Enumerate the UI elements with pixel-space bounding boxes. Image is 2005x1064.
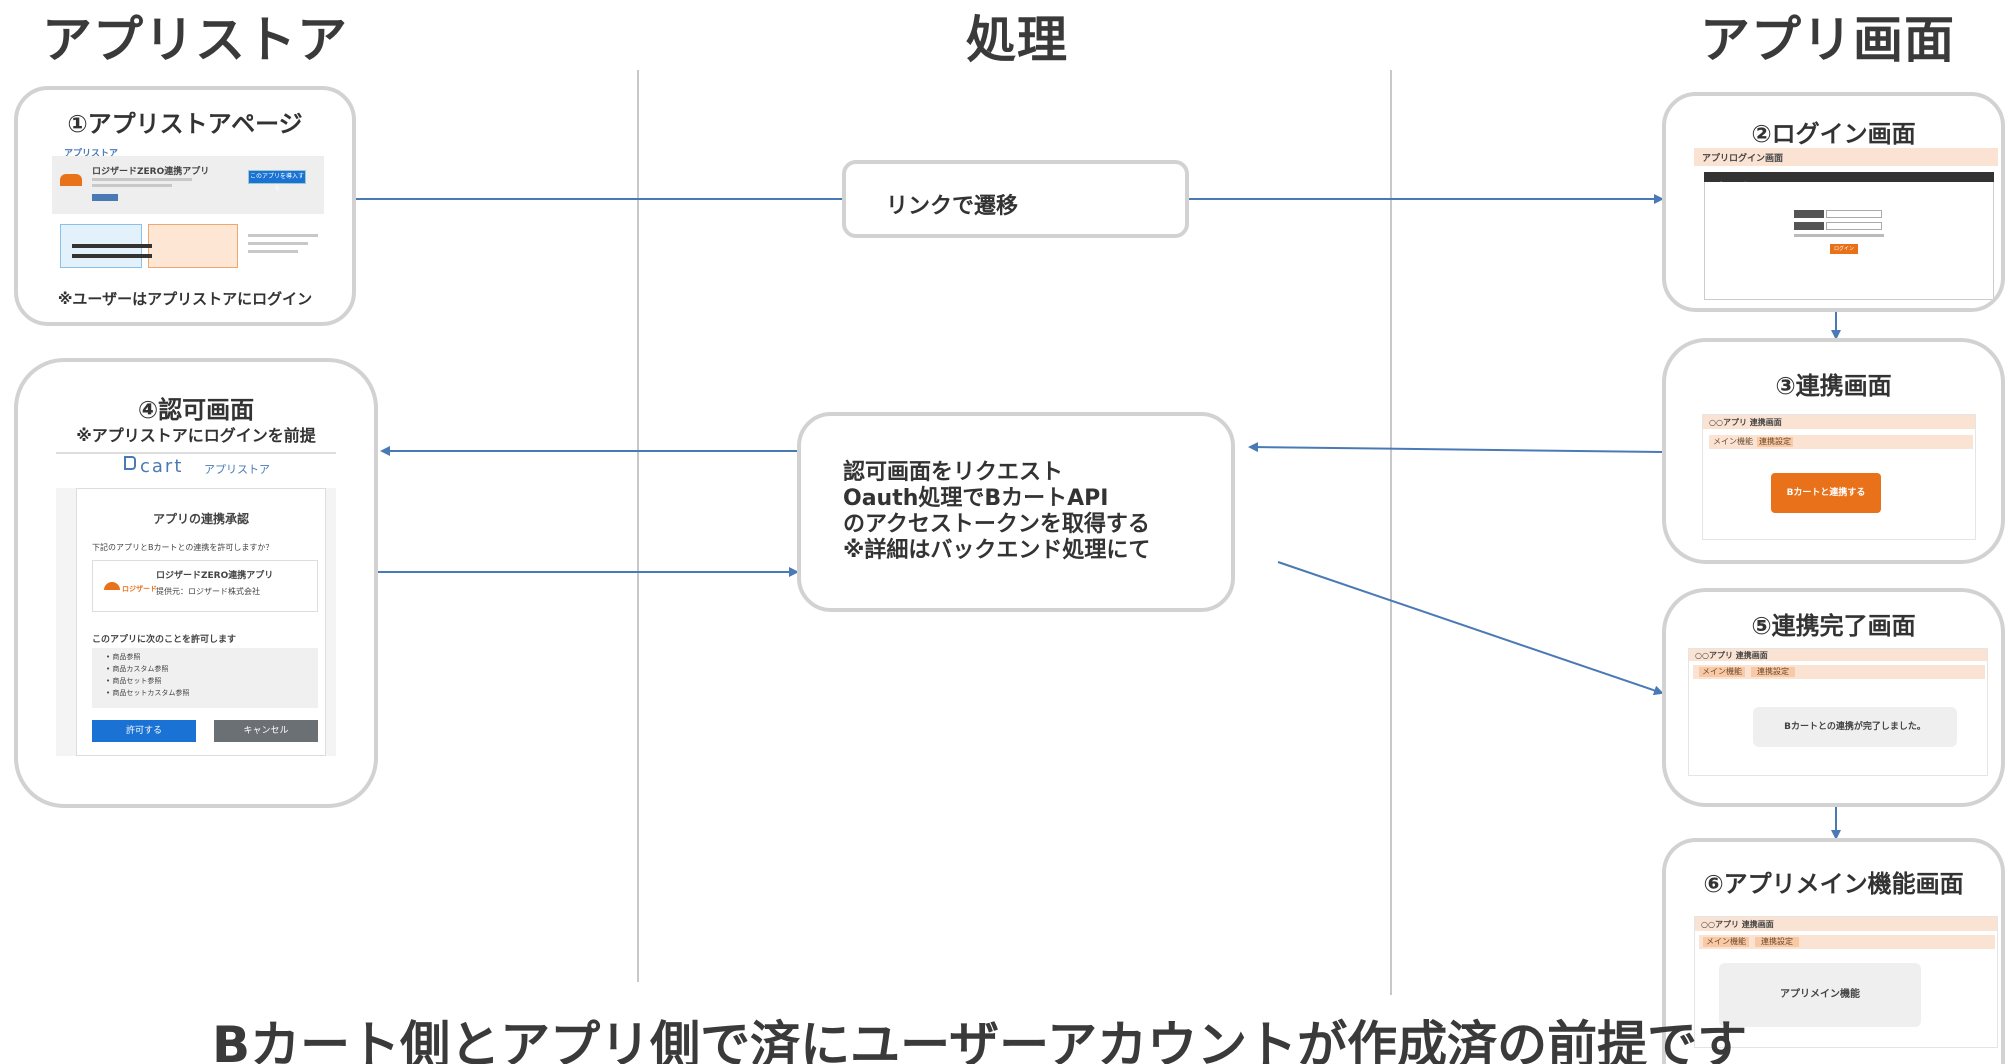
mini-logizard-logo (60, 174, 82, 186)
mini-main-header: ○○アプリ 連携画面 (1701, 920, 1774, 929)
column-divider-right (1390, 70, 1392, 995)
auth-heading: アプリの連携承認 (153, 512, 250, 526)
column-title-process: 処理 (966, 11, 1068, 69)
mini-tab-settings: 連携設定 (1757, 437, 1793, 447)
card-title: ⑥アプリメイン機能画面 (1703, 870, 1964, 898)
mini-app-name: ロジザードZERO連携アプリ (92, 167, 210, 177)
process-box-auth: 認可画面をリクエスト Oauth処理でBカートAPI のアクセストークンを取得す… (797, 412, 1235, 612)
cancel-button: キャンセル (214, 720, 318, 742)
mini-tab-main: メイン機能 (1699, 667, 1745, 677)
card-title: ⑤連携完了画面 (1751, 612, 1916, 640)
mini-main-screenshot: ○○アプリ 連携画面 メイン機能 連携設定 アプリメイン機能 (1694, 916, 1998, 1048)
auth-app-name: ロジザードZERO連携アプリ (156, 571, 274, 581)
card-title: ①アプリストアページ (67, 110, 303, 138)
card-main-screen: ⑥アプリメイン機能画面 ○○アプリ 連携画面 メイン機能 連携設定 アプリメイン… (1662, 838, 2005, 1064)
bcart-logo-icon (124, 456, 136, 470)
mini-store-brand: アプリストア (64, 149, 119, 159)
auth-perm-item: • 商品参照 (106, 653, 141, 661)
card-appstore-page: ①アプリストアページ アプリストア ロジザードZERO連携アプリ このアプリを導… (14, 86, 356, 326)
brand-store: アプリストア (204, 463, 270, 476)
process-auth-line3: のアクセストークンを取得する (843, 512, 1150, 537)
mini-login-bar-label: アプリにログイン (1710, 182, 1759, 189)
logizard-logo-icon (104, 582, 120, 590)
mini-install-button: このアプリを導入する (248, 170, 306, 192)
mini-authorization-screenshot: cart アプリストア アプリの連携承認 下記のアプリとBカートとの連携を許可し… (56, 452, 336, 756)
mini-tab-settings: 連携設定 (1755, 937, 1799, 947)
card-link-screen: ③連携画面 ○○アプリ 連携画面 メイン機能 連携設定 Bカートと連携する (1662, 338, 2005, 564)
mini-login-screenshot: アプリログイン画面 アプリにログイン ログイン (1694, 148, 1998, 308)
mini-tab-settings: 連携設定 (1751, 667, 1795, 677)
mini-link-screenshot: ○○アプリ 連携画面 メイン機能 連携設定 Bカートと連携する (1702, 414, 1976, 540)
mini-complete-message: Bカートとの連携が完了しました。 (1753, 707, 1957, 747)
allow-button: 許可する (92, 720, 196, 742)
auth-perm-item: • 商品カスタム参照 (106, 665, 169, 673)
card-complete-screen: ⑤連携完了画面 ○○アプリ 連携画面 メイン機能 連携設定 Bカートとの連携が完… (1662, 588, 2005, 807)
card-authorization-screen: ④認可画面 ※アプリストアにログインを前提 cart アプリストア アプリの連携… (14, 358, 378, 808)
column-divider-left (637, 70, 639, 982)
card-title: ②ログイン画面 (1751, 120, 1916, 148)
arrow-link-to-auth-request (1248, 442, 1663, 453)
auth-provider: 提供元：ロジザード株式会社 (156, 587, 260, 596)
mini-complete-header: ○○アプリ 連携画面 (1695, 651, 1768, 660)
process-link-label: リンクで遷移 (886, 194, 1019, 219)
card-subtitle: ※アプリストアにログインを前提 (76, 426, 316, 445)
card-note: ※ユーザーはアプリストアにログイン (57, 290, 313, 308)
card-title: ③連携画面 (1775, 372, 1892, 400)
column-title-appstore: アプリストア (42, 11, 348, 69)
process-auth-line1: 認可画面をリクエスト (843, 460, 1064, 485)
auth-perm-item: • 商品セットカスタム参照 (106, 689, 190, 697)
arrow-process-to-complete (1277, 561, 1664, 696)
brand-cart: cart (140, 456, 184, 477)
card-title: ④認可画面 (137, 396, 255, 424)
mini-link-button: Bカートと連携する (1771, 473, 1881, 513)
auth-perm-title: このアプリに次のことを許可します (92, 635, 237, 645)
mini-login-header: アプリログイン画面 (1702, 154, 1784, 164)
process-box-link: リンクで遷移 (842, 160, 1189, 238)
auth-logo-text: ロジザード (122, 585, 157, 593)
mini-complete-screenshot: ○○アプリ 連携画面 メイン機能 連携設定 Bカートとの連携が完了しました。 (1688, 648, 1988, 776)
mini-main-message: アプリメイン機能 (1719, 963, 1921, 1027)
auth-question: 下記のアプリとBカートとの連携を許可しますか？ (92, 543, 274, 552)
process-auth-line4: ※詳細はバックエンド処理にて (843, 538, 1151, 563)
mini-login-button: ログイン (1830, 244, 1858, 254)
mini-link-header: ○○アプリ 連携画面 (1709, 418, 1782, 427)
column-title-app-screen: アプリ画面 (1700, 11, 1955, 69)
footer-note: Bカート側とアプリ側で済にユーザーアカウントが作成済の前提です (212, 1016, 1748, 1064)
auth-perm-item: • 商品セット参照 (106, 677, 162, 685)
card-login-screen: ②ログイン画面 アプリログイン画面 アプリにログイン ログイン (1662, 92, 2005, 312)
process-auth-line2: Oauth処理でBカートAPI (843, 486, 1109, 511)
mini-appstore-screenshot: アプリストア ロジザードZERO連携アプリ このアプリを導入する (52, 144, 324, 268)
mini-tab-main: メイン機能 (1703, 937, 1749, 947)
mini-tab-main: メイン機能 (1713, 437, 1753, 447)
mini-login-bar: アプリにログイン (1704, 172, 1994, 189)
